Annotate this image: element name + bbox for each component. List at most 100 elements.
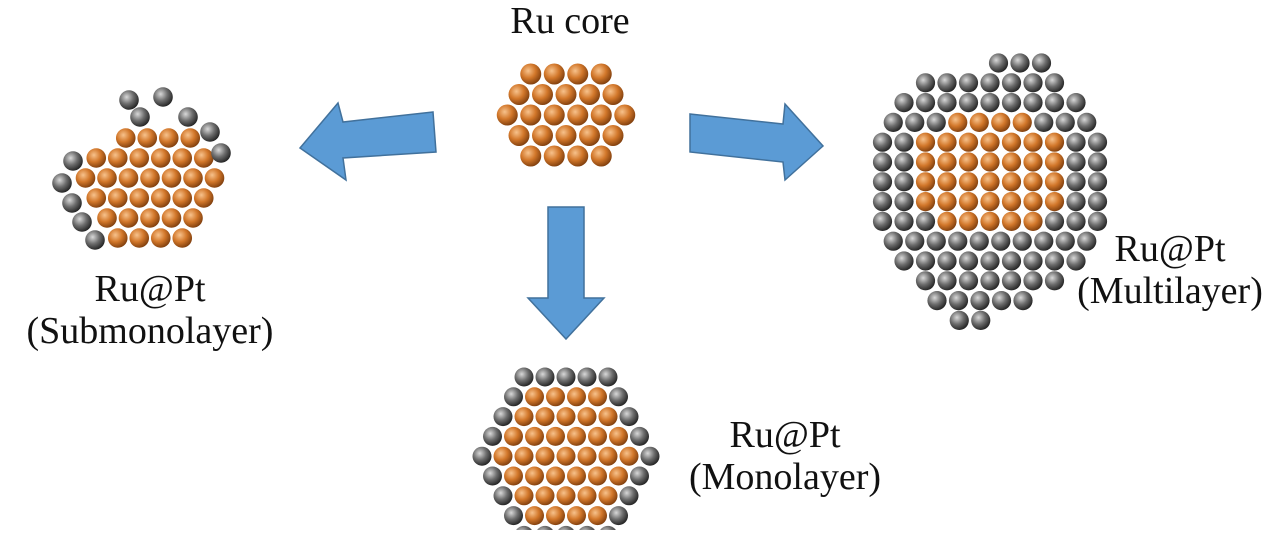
ru-atom	[958, 172, 979, 192]
pt-atom	[1044, 271, 1065, 291]
ru-atom	[1001, 132, 1022, 152]
pt-atom	[894, 192, 914, 212]
ru-atom	[948, 112, 968, 132]
ru-atom	[969, 112, 989, 132]
ru-atom	[504, 426, 523, 446]
ru-atom	[520, 104, 542, 126]
submonolayer-cluster	[52, 87, 231, 250]
pt-atom	[556, 367, 576, 387]
pt-atom	[1034, 231, 1054, 251]
ru-atom	[567, 426, 586, 446]
pt-atom	[937, 93, 957, 113]
ru-atom	[118, 168, 139, 188]
ru-atom	[172, 148, 193, 168]
arrow-down	[526, 206, 606, 341]
pt-atom	[970, 291, 990, 311]
pt-atom	[969, 231, 989, 251]
ru-atom	[555, 84, 577, 105]
pt-atom	[119, 90, 139, 110]
pt-atom	[1023, 73, 1043, 93]
pt-atom	[915, 73, 936, 93]
ru-atom	[567, 506, 586, 526]
ru-atom	[1044, 192, 1065, 212]
monolayer-subtitle: (Monolayer)	[688, 456, 882, 498]
pt-atom	[958, 93, 979, 113]
pt-atom	[52, 173, 72, 193]
pt-atom	[535, 525, 555, 535]
ru-atom	[588, 426, 607, 446]
pt-atom	[72, 212, 92, 232]
multilayer-subtitle: (Multilayer)	[1077, 270, 1263, 312]
pt-atom	[1001, 93, 1022, 113]
pt-atom	[1066, 93, 1086, 113]
pt-atom	[1001, 271, 1022, 291]
ru-atom	[958, 211, 979, 231]
ru-atom	[915, 192, 936, 212]
pt-atom	[1066, 172, 1086, 192]
pt-atom	[1044, 211, 1065, 231]
pt-atom	[619, 486, 639, 506]
submonolayer-subtitle: (Submonolayer)	[26, 310, 274, 352]
ru-atom	[1001, 172, 1022, 192]
pt-atom	[178, 107, 198, 127]
ru-atom	[958, 192, 979, 212]
ru-atom	[588, 387, 607, 407]
ru-atom	[1044, 132, 1065, 152]
ru-core-label-text: Ru core	[510, 0, 630, 42]
pt-atom	[153, 87, 173, 107]
ru-atom	[150, 228, 171, 248]
ru-atom	[532, 84, 553, 105]
pt-atom	[1066, 192, 1086, 212]
pt-atom	[1066, 152, 1086, 172]
pt-atom	[535, 367, 555, 387]
ru-atom	[525, 466, 544, 486]
pt-atom	[504, 387, 523, 407]
pt-atom	[1055, 231, 1075, 251]
pt-atom	[504, 506, 523, 526]
ru-atom	[161, 168, 182, 188]
ru-atom	[598, 486, 618, 506]
pt-atom	[915, 251, 936, 271]
multilayer-cluster	[872, 53, 1108, 330]
pt-atom	[926, 112, 946, 132]
ru-atom	[1001, 152, 1022, 172]
ru-atom	[514, 407, 534, 427]
pt-atom	[483, 426, 502, 446]
pt-atom	[926, 231, 946, 251]
ru-atom	[107, 228, 128, 248]
ru-atom	[86, 188, 107, 208]
ru-atom	[140, 208, 160, 228]
ru-atom	[579, 125, 600, 146]
ru-atom	[532, 125, 553, 146]
pt-atom	[872, 132, 893, 152]
ru-core-cluster	[496, 63, 636, 167]
ru-atom	[598, 407, 618, 427]
ru-atom	[535, 407, 555, 427]
pt-atom	[1066, 132, 1086, 152]
pt-atom	[1087, 172, 1108, 192]
pt-atom	[630, 466, 649, 486]
ru-atom	[493, 446, 513, 466]
ru-atom	[520, 145, 542, 167]
ru-atom	[937, 132, 957, 152]
ru-atom	[172, 188, 193, 208]
ru-atom	[1044, 152, 1065, 172]
pt-atom	[609, 506, 628, 526]
ru-atom	[97, 208, 117, 228]
pt-atom	[894, 251, 914, 271]
pt-atom	[958, 73, 979, 93]
ru-atom	[150, 188, 171, 208]
pt-atom	[577, 367, 597, 387]
pt-atom	[85, 230, 105, 250]
ru-atom	[590, 63, 612, 85]
pt-atom	[915, 271, 936, 291]
pt-atom	[1013, 291, 1033, 311]
ru-atom	[567, 104, 589, 126]
pt-atom	[949, 310, 969, 330]
pt-atom	[1087, 192, 1108, 212]
ru-atom	[129, 228, 150, 248]
pt-atom	[1023, 251, 1043, 271]
pt-atom	[1087, 152, 1108, 172]
pt-atom	[640, 446, 660, 466]
